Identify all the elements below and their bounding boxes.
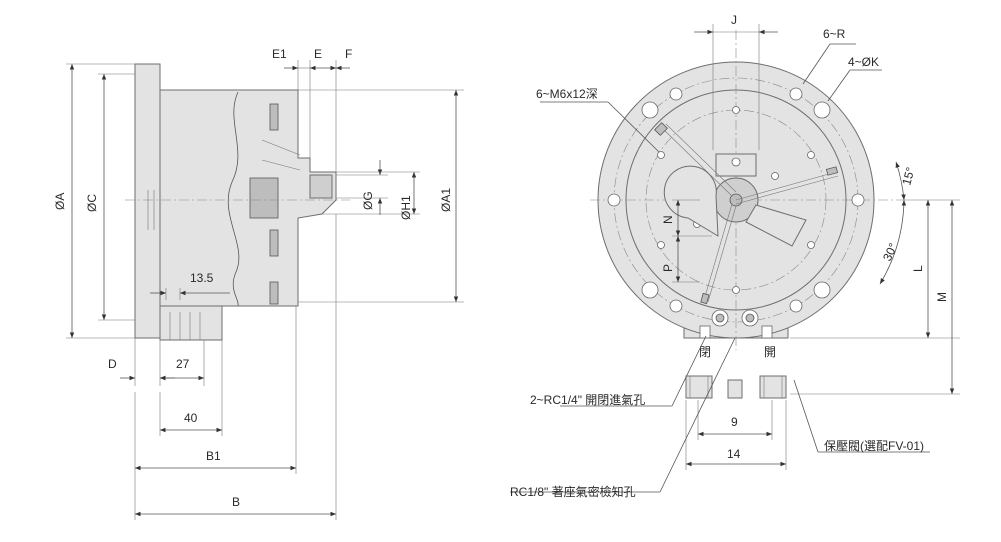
label-rc14: 2~RC1/4" 開閉進氣孔 xyxy=(530,393,645,407)
label-b1: B1 xyxy=(206,449,221,463)
piston-nose xyxy=(309,174,333,199)
side-view: ØA ØC E1 E F ØG ØH1 ØA1 xyxy=(53,47,464,520)
label-n: N xyxy=(661,215,675,224)
cam-lobe xyxy=(663,165,719,237)
port-fitting xyxy=(685,375,713,399)
label-e: E xyxy=(314,47,322,61)
label-14: 14 xyxy=(727,447,741,461)
label-oa: ØA xyxy=(53,193,67,210)
label-13-5: 13.5 xyxy=(190,271,214,285)
label-e1: E1 xyxy=(272,47,287,61)
label-15deg: 15° xyxy=(899,165,917,186)
label-oa1: ØA1 xyxy=(439,188,453,212)
label-4k: 4~ØK xyxy=(848,55,879,69)
cylinder-body xyxy=(159,89,337,307)
port-fitting xyxy=(727,379,743,399)
label-27: 27 xyxy=(176,357,190,371)
port-block xyxy=(159,305,223,341)
front-view: J 6~R 4~ØK 6~M6x12深 15° 30° N P L xyxy=(510,13,960,499)
label-valve: 保壓閥(選配FV-01) xyxy=(824,439,924,453)
break-line xyxy=(227,91,240,307)
label-m6: 6~M6x12深 xyxy=(536,87,598,101)
bolt-hole xyxy=(269,281,279,305)
label-b: B xyxy=(232,495,240,509)
label-40: 40 xyxy=(184,411,198,425)
label-6r: 6~R xyxy=(823,27,846,41)
bolt-hole xyxy=(269,103,279,131)
label-close: 閉 xyxy=(699,345,711,359)
label-d: D xyxy=(108,357,117,371)
label-l: L xyxy=(911,265,925,272)
clamp-arm xyxy=(745,204,807,247)
label-open: 開 xyxy=(764,345,776,359)
label-m: M xyxy=(935,292,949,302)
label-oh1: ØH1 xyxy=(399,195,413,220)
label-j: J xyxy=(731,13,737,27)
label-oc: ØC xyxy=(85,194,99,212)
port-fitting xyxy=(759,375,787,399)
label-9: 9 xyxy=(731,415,738,429)
label-p: P xyxy=(661,264,675,272)
bolt-hole xyxy=(269,229,279,257)
label-og: ØG xyxy=(361,191,375,210)
internal-bore xyxy=(249,177,279,219)
label-f: F xyxy=(345,47,352,61)
label-rc18: RC1/8" 著座氣密檢知孔 xyxy=(510,484,636,499)
